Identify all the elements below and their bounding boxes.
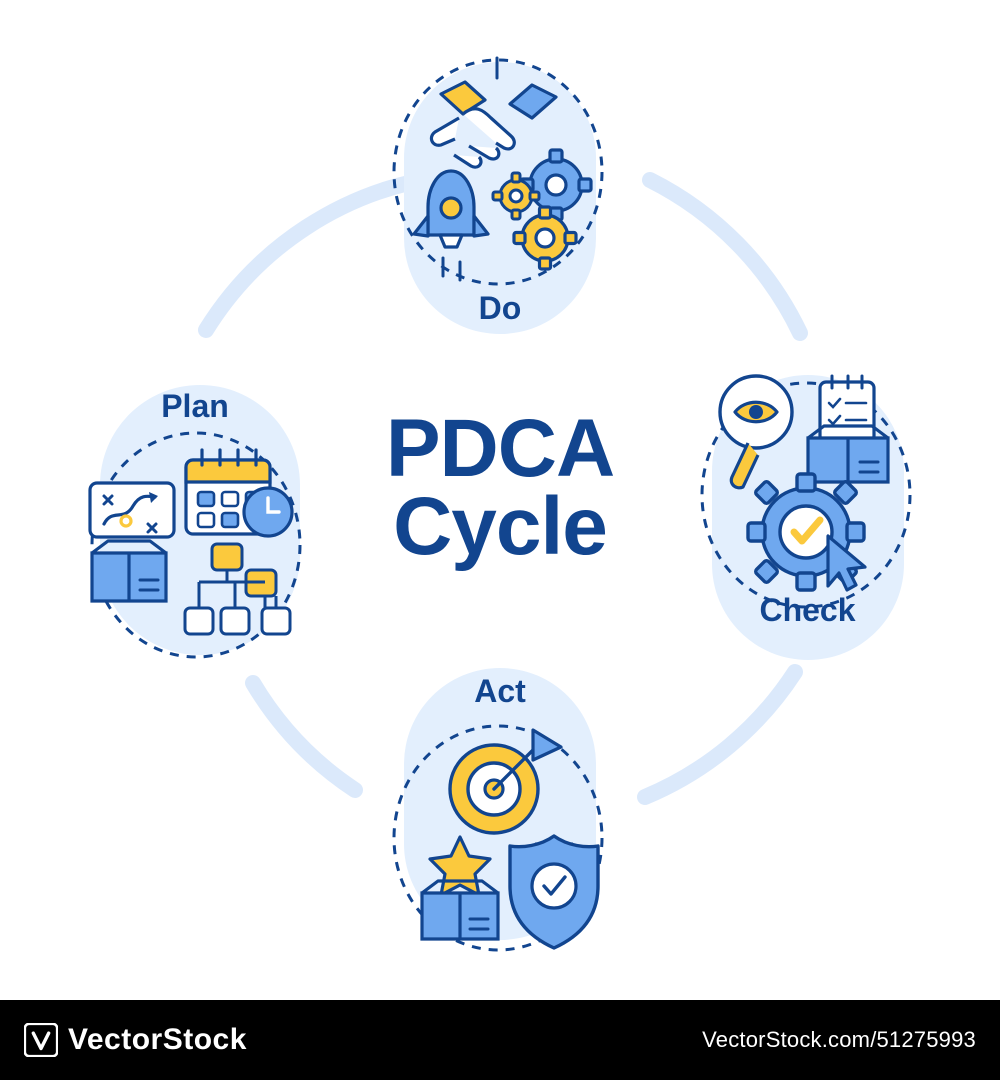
act-dashed-circle: [392, 724, 604, 952]
open-box-icon: [90, 539, 168, 603]
plan-dashed-circle: [90, 431, 302, 659]
speed-lines: [441, 56, 499, 282]
node-label-check: Check: [759, 592, 856, 628]
checklist-box-icon: [806, 374, 890, 484]
node-label-plan: Plan: [161, 388, 229, 424]
vectorstock-brand: VectorStock: [24, 1023, 247, 1057]
clock-icon: [242, 486, 294, 538]
gears-icon: [491, 148, 593, 271]
rocket-icon: [412, 169, 490, 249]
diagram-canvas: PDCA Cycle Plan Do Check Act: [88, 56, 912, 952]
handshake-icon: [429, 80, 558, 169]
check-dashed-circle: [700, 381, 912, 609]
shield-check-badge-icon: [508, 834, 600, 950]
cursor-icon: [826, 534, 867, 592]
image-credit: VectorStock.com/51275993: [702, 1027, 976, 1052]
node-label-do: Do: [478, 290, 522, 326]
open-box-icon: [420, 879, 500, 941]
vectorstock-logo-icon: [24, 1023, 58, 1057]
node-check[interactable]: [700, 374, 912, 660]
node-do[interactable]: [392, 56, 604, 334]
arc-bottom-right: [637, 664, 803, 805]
node-label-act: Act: [474, 673, 526, 709]
pdca-cycle-illustration: [88, 56, 912, 952]
magnifier-eye-icon: [718, 374, 794, 490]
footer-watermark-bar: VectorStock VectorStock.com/51275993: [0, 1000, 1000, 1080]
target-arrow-flag-icon: [448, 728, 563, 835]
node-plan[interactable]: [88, 385, 302, 659]
arc-top-right: [642, 172, 808, 341]
arc-bottom-left: [245, 675, 363, 798]
do-dashed-circle: [392, 58, 604, 286]
hierarchy-flow-icon: [183, 542, 292, 636]
strategy-board-icon: [88, 481, 176, 539]
arc-top-left: [198, 169, 448, 338]
cycle-arcs: [198, 169, 808, 805]
brand-name: VectorStock: [68, 1023, 247, 1056]
node-act[interactable]: [392, 668, 604, 952]
